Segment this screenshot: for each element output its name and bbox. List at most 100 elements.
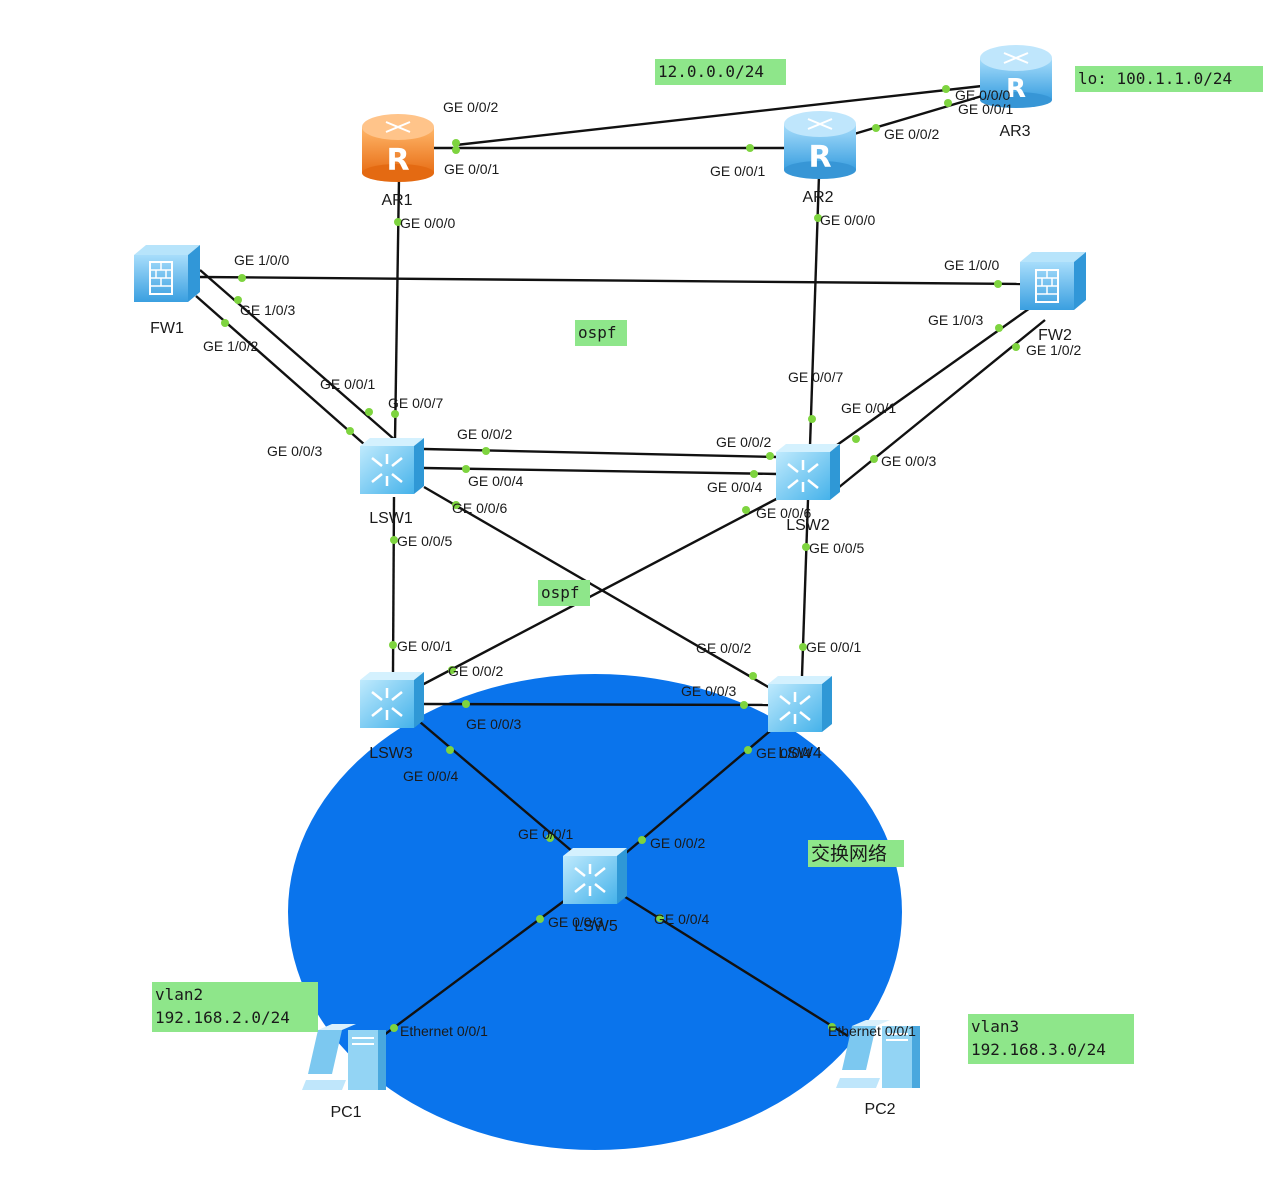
annotation-text: 交换网络 [811, 843, 887, 865]
port-dot [814, 214, 822, 222]
port-dot [462, 465, 470, 473]
port-label: GE 0/0/4 [468, 473, 523, 489]
port-label: GE 0/0/3 [881, 453, 936, 469]
device-label: FW2 [1038, 327, 1072, 344]
router-ar1[interactable]: R AR1 [362, 114, 434, 209]
annotation-text: vlan3 [971, 1017, 1019, 1036]
svg-text:R: R [808, 140, 831, 175]
port-dot [742, 506, 750, 514]
port-label: GE 0/0/2 [448, 663, 503, 679]
annotation-ospf-top: ospf [575, 320, 627, 346]
pc-pc1[interactable]: PC1 [302, 1024, 386, 1121]
port-label: GE 0/0/5 [397, 533, 452, 549]
port-dot [452, 139, 460, 147]
device-label: AR3 [999, 123, 1030, 140]
router-icon: R [784, 111, 856, 179]
svg-text:R: R [386, 143, 409, 178]
device-label: AR1 [381, 192, 412, 209]
port-label: GE 0/0/7 [788, 369, 843, 385]
port-label: GE 0/0/1 [320, 376, 375, 392]
switch-lsw3[interactable]: LSW3 [360, 672, 424, 762]
switch-icon [360, 672, 424, 728]
port-label: GE 0/0/5 [809, 540, 864, 556]
pc-icon [836, 1020, 920, 1088]
annotation-switch-net: 交换网络 [808, 840, 904, 867]
port-label: GE 0/0/3 [548, 914, 603, 930]
firewall-icon [134, 245, 200, 302]
port-dot [828, 1023, 836, 1031]
annotation-text: vlan2 [155, 985, 203, 1004]
port-dot [638, 836, 646, 844]
port-dot [744, 746, 752, 754]
port-label: GE 0/0/6 [756, 505, 811, 521]
port-label: GE 0/0/2 [457, 426, 512, 442]
port-label: GE 0/0/4 [654, 911, 709, 927]
port-label: GE 0/0/2 [696, 640, 751, 656]
port-label: GE 1/0/0 [234, 252, 289, 268]
device-label: LSW5 [574, 918, 618, 935]
annotation-vlan3: vlan3 192.168.3.0/24 [968, 1014, 1134, 1064]
port-dot [995, 324, 1003, 332]
port-label: GE 0/0/2 [716, 434, 771, 450]
port-label: Ethernet 0/0/1 [400, 1023, 488, 1039]
port-label: GE 1/0/3 [240, 302, 295, 318]
port-label: GE 1/0/3 [928, 312, 983, 328]
port-dot [234, 296, 242, 304]
device-label: LSW2 [786, 517, 830, 534]
switch-lsw4[interactable]: LSW4 [768, 676, 832, 762]
device-label: AR2 [802, 189, 833, 206]
switch-lsw5[interactable]: LSW5 [563, 848, 627, 935]
port-label: Ethernet 0/0/1 [828, 1023, 916, 1039]
switch-icon [360, 438, 424, 494]
port-dot [390, 1024, 398, 1032]
link-fw1-lsw1-b [195, 295, 366, 446]
port-dot [994, 280, 1002, 288]
port-dot [750, 470, 758, 478]
port-label: GE 0/0/4 [403, 768, 458, 784]
pc-pc2[interactable]: PC2 [836, 1020, 920, 1118]
port-label: GE 0/0/2 [650, 835, 705, 851]
port-label: GE 0/0/2 [884, 126, 939, 142]
port-label: GE 0/0/1 [397, 638, 452, 654]
port-label: GE 0/0/7 [388, 395, 443, 411]
annotation-net-12: 12.0.0.0/24 [655, 59, 786, 85]
port-label: GE 0/0/1 [444, 161, 499, 177]
port-dot [870, 455, 878, 463]
port-dot [656, 914, 664, 922]
port-dot [746, 144, 754, 152]
port-label: GE 0/0/0 [955, 87, 1010, 103]
port-label: GE 0/0/1 [710, 163, 765, 179]
switch-lsw1[interactable]: LSW1 [360, 438, 424, 527]
router-ar2[interactable]: R AR2 [784, 111, 856, 206]
port-dot [221, 319, 229, 327]
router-icon: R [980, 45, 1052, 108]
device-label: PC2 [864, 1101, 895, 1118]
link-lsw5-pc1 [379, 897, 569, 1039]
firewall-fw2[interactable]: FW2 [1020, 252, 1086, 344]
port-label: GE 1/0/0 [944, 257, 999, 273]
port-dot [808, 415, 816, 423]
link-ar1-ar3 [455, 84, 983, 147]
port-label: GE 0/0/1 [841, 400, 896, 416]
switch-lsw2[interactable]: LSW2 [776, 444, 840, 534]
port-label: GE 0/0/1 [806, 639, 861, 655]
port-dot [802, 543, 810, 551]
link-lsw1-lsw4 [423, 485, 771, 690]
port-dot [391, 410, 399, 418]
device-label: PC1 [330, 1104, 361, 1121]
port-label: GE 1/0/2 [203, 338, 258, 354]
port-dot [942, 85, 950, 93]
port-dot [536, 915, 544, 923]
annotation-text: ospf [578, 323, 617, 342]
svg-text:R: R [1006, 74, 1026, 104]
port-label: GE 0/0/1 [518, 826, 573, 842]
router-ar3[interactable]: R AR3 [980, 45, 1052, 140]
port-label: GE 0/0/3 [681, 683, 736, 699]
port-dot [546, 834, 554, 842]
annotation-vlan2: vlan2 192.168.2.0/24 [152, 982, 318, 1032]
port-dot [452, 501, 460, 509]
port-label: GE 0/0/0 [820, 212, 875, 228]
firewall-fw1[interactable]: FW1 [134, 245, 200, 337]
switch-icon [776, 444, 840, 500]
port-dot [448, 666, 456, 674]
